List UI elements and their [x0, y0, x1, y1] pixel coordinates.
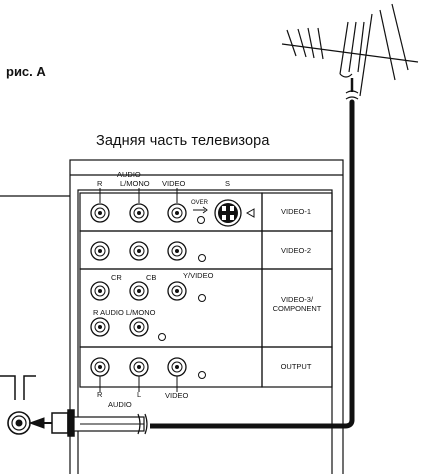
label-y-video: Y/VIDEO — [183, 271, 214, 280]
jack-y-video — [167, 281, 187, 301]
label-over: OVER — [191, 200, 209, 206]
label-r-bottom: R — [97, 390, 103, 399]
row-label-video1: VIDEO-1 — [280, 207, 311, 216]
label-r-top: R — [97, 179, 103, 188]
label-audio-bottom: AUDIO — [108, 400, 132, 409]
jack-l-output — [129, 357, 149, 392]
label-video-top: VIDEO — [162, 179, 186, 188]
coax-plug-icon — [51, 409, 148, 437]
indicator-video3-top — [198, 294, 206, 302]
s-video-jack — [214, 199, 255, 227]
jack-r-video3 — [90, 317, 110, 337]
jack-r-video1 — [90, 188, 110, 223]
row-label-output: OUTPUT — [280, 362, 312, 371]
antenna-terminal-icon — [0, 375, 52, 435]
over-indicator — [197, 216, 205, 224]
jack-video-video2 — [167, 241, 187, 261]
indicator-output — [198, 371, 206, 379]
antenna-cable — [150, 78, 359, 429]
row-label-video2: VIDEO-2 — [280, 246, 311, 255]
jack-l-video2 — [129, 241, 149, 261]
label-video-bottom: VIDEO — [165, 391, 189, 400]
row-label-video3-component: VIDEO-3/ COMPONENT — [272, 295, 322, 313]
jack-cb — [129, 281, 149, 301]
jack-cr — [90, 281, 110, 301]
rear-panel — [0, 159, 344, 474]
jack-r-video2 — [90, 241, 110, 261]
indicator-video3-bottom — [158, 333, 166, 341]
jack-l-video3 — [129, 317, 149, 337]
label-audio-top: AUDIO — [117, 170, 141, 179]
label-s-video: S — [225, 179, 231, 188]
jack-l-video1 — [129, 188, 149, 223]
panel-caption: Задняя часть телевизора — [96, 133, 270, 149]
antenna-icon — [281, 3, 419, 97]
jack-r-output — [90, 357, 110, 392]
jack-video-output — [167, 357, 187, 392]
indicator-video2 — [198, 254, 206, 262]
label-audio-row3: R AUDIO L/MONO — [93, 308, 156, 317]
jack-video-video1 — [167, 188, 187, 223]
label-cb: CB — [146, 273, 157, 282]
label-lmono-top: L/MONO — [120, 179, 150, 188]
label-cr: CR — [111, 273, 122, 282]
figure-label: рис. A — [6, 64, 46, 79]
label-l-bottom: L — [137, 390, 142, 399]
